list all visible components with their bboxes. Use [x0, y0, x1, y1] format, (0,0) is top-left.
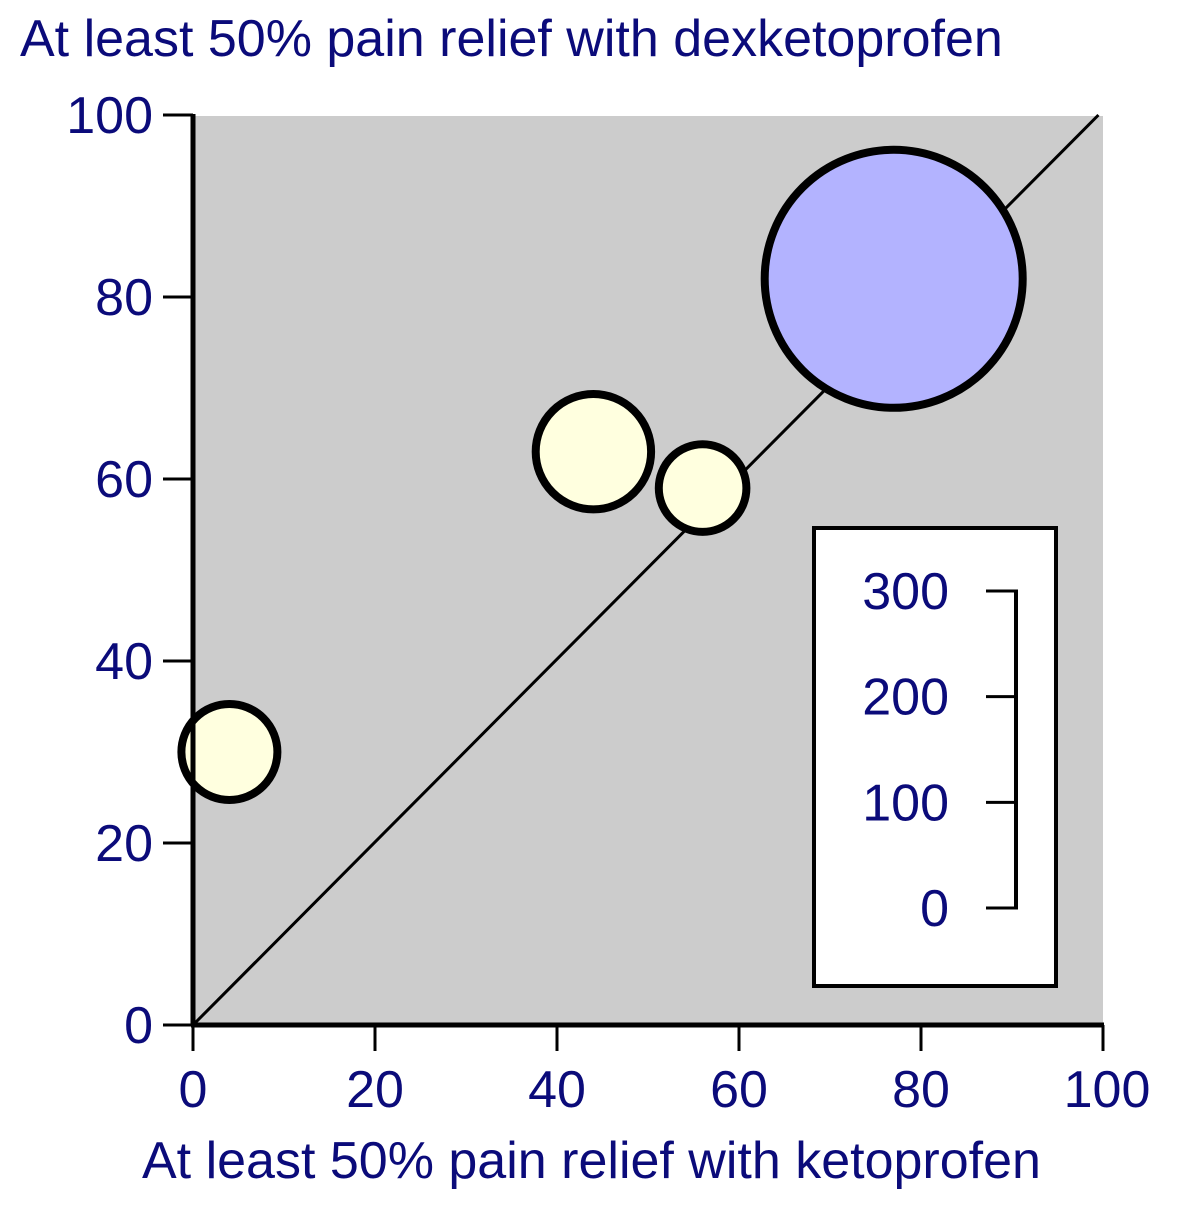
y-tick-label: 100	[66, 87, 153, 145]
x-tick-label: 60	[710, 1061, 768, 1119]
bubble-2	[531, 390, 656, 514]
bubble-layer	[177, 145, 1027, 804]
size-legend-tick-label: 300	[862, 563, 949, 621]
size-legend-tick-label: 100	[862, 774, 949, 832]
chart-title: At least 50% pain relief with dexketopro…	[20, 10, 1003, 68]
axis-ticks: 0 20 40 60 80 100 0 20 40 60 80 100	[66, 87, 1150, 1119]
x-axis-label: At least 50% pain relief with ketoprofen	[142, 1132, 1041, 1190]
x-tick-label: 20	[346, 1061, 404, 1119]
x-tick-label: 100	[1064, 1061, 1151, 1119]
y-tick-label: 40	[95, 633, 153, 691]
y-tick-label: 0	[124, 997, 153, 1055]
x-tick-label: 0	[179, 1061, 208, 1119]
x-tick-label: 80	[892, 1061, 950, 1119]
bubble-3	[654, 440, 751, 536]
y-tick-label: 20	[95, 815, 153, 873]
size-legend-tick-label: 200	[862, 669, 949, 727]
size-legend: 300 200 100 0	[812, 526, 1058, 988]
size-legend-tick-label: 0	[920, 880, 949, 938]
bubble-4	[760, 145, 1027, 412]
y-tick-label: 80	[95, 269, 153, 327]
x-tick-label: 40	[528, 1061, 586, 1119]
bubble-1	[177, 700, 282, 804]
axes	[190, 114, 1104, 1028]
y-tick-label: 60	[95, 451, 153, 509]
